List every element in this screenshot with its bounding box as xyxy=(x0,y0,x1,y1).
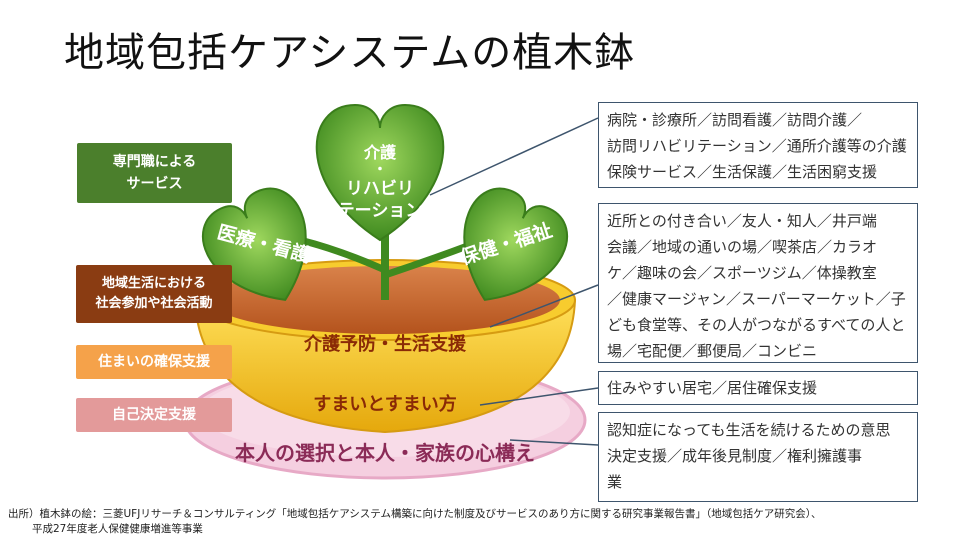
page-title: 地域包括ケアシステムの植木鉢 xyxy=(64,30,636,76)
tag-self-decision: 自己決定支援 xyxy=(76,398,232,432)
box-line: 決定支援／成年後見制度／権利擁護事 xyxy=(607,447,863,465)
source-note: 出所）植木鉢の絵：三菱UFJリサーチ＆コンサルティング「地域包括ケアシステム構築… xyxy=(8,507,821,537)
box-professional-services: 病院・診療所／訪問看護／訪問介護／ 訪問リハビリテーション／通所介護等の介護 保… xyxy=(598,102,918,188)
box-line: 会議／地域の通いの場／喫茶店／カラオ xyxy=(607,238,878,256)
pot-label: すまいとすまい方 xyxy=(313,393,456,415)
box-line: ケ／趣味の会／スポーツジム／体操教室 xyxy=(607,264,877,282)
box-line: ／健康マージャン／スーパーマーケット／子 xyxy=(607,290,906,308)
source-line1: 出所）植木鉢の絵：三菱UFJリサーチ＆コンサルティング「地域包括ケアシステム構築… xyxy=(8,508,822,520)
box-line: 場／宅配便／郵便局／コンビニ xyxy=(607,342,818,360)
leaf-care-line1: 介護 xyxy=(363,143,397,162)
box-line: 訪問リハビリテーション／通所介護等の介護 xyxy=(607,137,907,155)
tag-community-line2: 社会参加や社会活動 xyxy=(95,296,213,311)
tag-community-participation: 地域生活における 社会参加や社会活動 xyxy=(76,265,232,323)
saucer-label: 本人の選択と本人・家族の心構え xyxy=(235,441,535,465)
box-line: 業 xyxy=(607,473,623,491)
soil-label: 介護予防・生活支援 xyxy=(303,333,467,355)
leaf-care-line2: ・ xyxy=(373,162,387,178)
box-line: 住みやすい居宅／居住確保支援 xyxy=(607,379,818,397)
box-housing: 住みやすい居宅／居住確保支援 xyxy=(598,371,918,405)
box-community-activities: 近所との付き合い／友人・知人／井戸端 会議／地域の通いの場／喫茶店／カラオ ケ／… xyxy=(598,203,918,363)
tag-community-line1: 地域生活における xyxy=(101,276,206,291)
leaf-care-line3: リハビリ xyxy=(346,179,414,199)
leaf-care xyxy=(315,103,445,242)
tag-specialist-services: 専門職による サービス xyxy=(77,143,232,203)
leaf-welfare xyxy=(463,187,568,301)
tag-specialist-line2: サービス xyxy=(126,176,183,192)
leaf-care-line4: テーション xyxy=(338,201,423,221)
box-line: 保険サービス／生活保護／生活困窮支援 xyxy=(607,163,878,181)
tag-housing-support: 住まいの確保支援 xyxy=(76,345,232,379)
box-decision-support: 認知症になっても生活を続けるための意思 決定支援／成年後見制度／権利擁護事 業 xyxy=(598,412,918,502)
box-line: ども食堂等、その人がつながるすべての人と xyxy=(607,316,906,334)
box-line: 病院・診療所／訪問看護／訪問介護／ xyxy=(607,111,863,129)
box-line: 認知症になっても生活を続けるための意思 xyxy=(607,421,891,439)
source-line2: 平成27年度老人保健健康増進等事業 xyxy=(32,523,203,535)
box-line: 近所との付き合い／友人・知人／井戸端 xyxy=(607,212,877,230)
tag-specialist-line1: 専門職による xyxy=(112,154,197,170)
